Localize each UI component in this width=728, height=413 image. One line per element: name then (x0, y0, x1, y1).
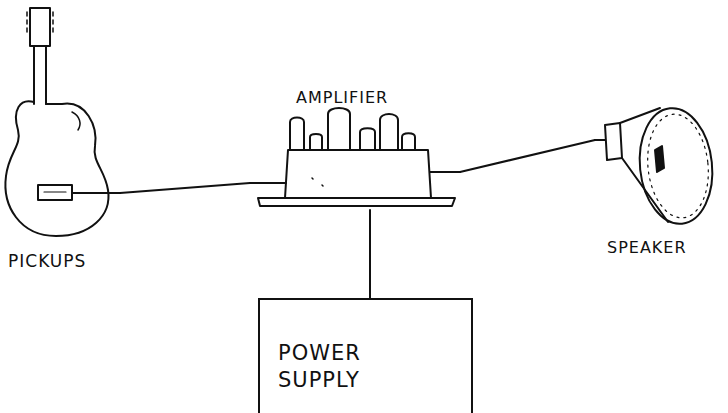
signal-wire (120, 183, 250, 193)
signal-wire (460, 140, 595, 172)
node-label: AMPLIFIER (296, 87, 446, 108)
supply-box: POWER SUPPLY (258, 298, 473, 413)
node-label: POWER SUPPLY (278, 340, 378, 394)
amplifier-drawing (250, 108, 460, 206)
signal-wire (369, 210, 371, 298)
component-node: PICKUPS (0, 0, 120, 278)
speaker-drawing (595, 105, 718, 228)
component-node: SPEAKER (595, 105, 728, 265)
guitar-drawing (5, 8, 120, 236)
component-node: AMPLIFIER (250, 85, 460, 210)
node-label: SPEAKER (607, 237, 725, 258)
node-label: PICKUPS (8, 250, 118, 272)
